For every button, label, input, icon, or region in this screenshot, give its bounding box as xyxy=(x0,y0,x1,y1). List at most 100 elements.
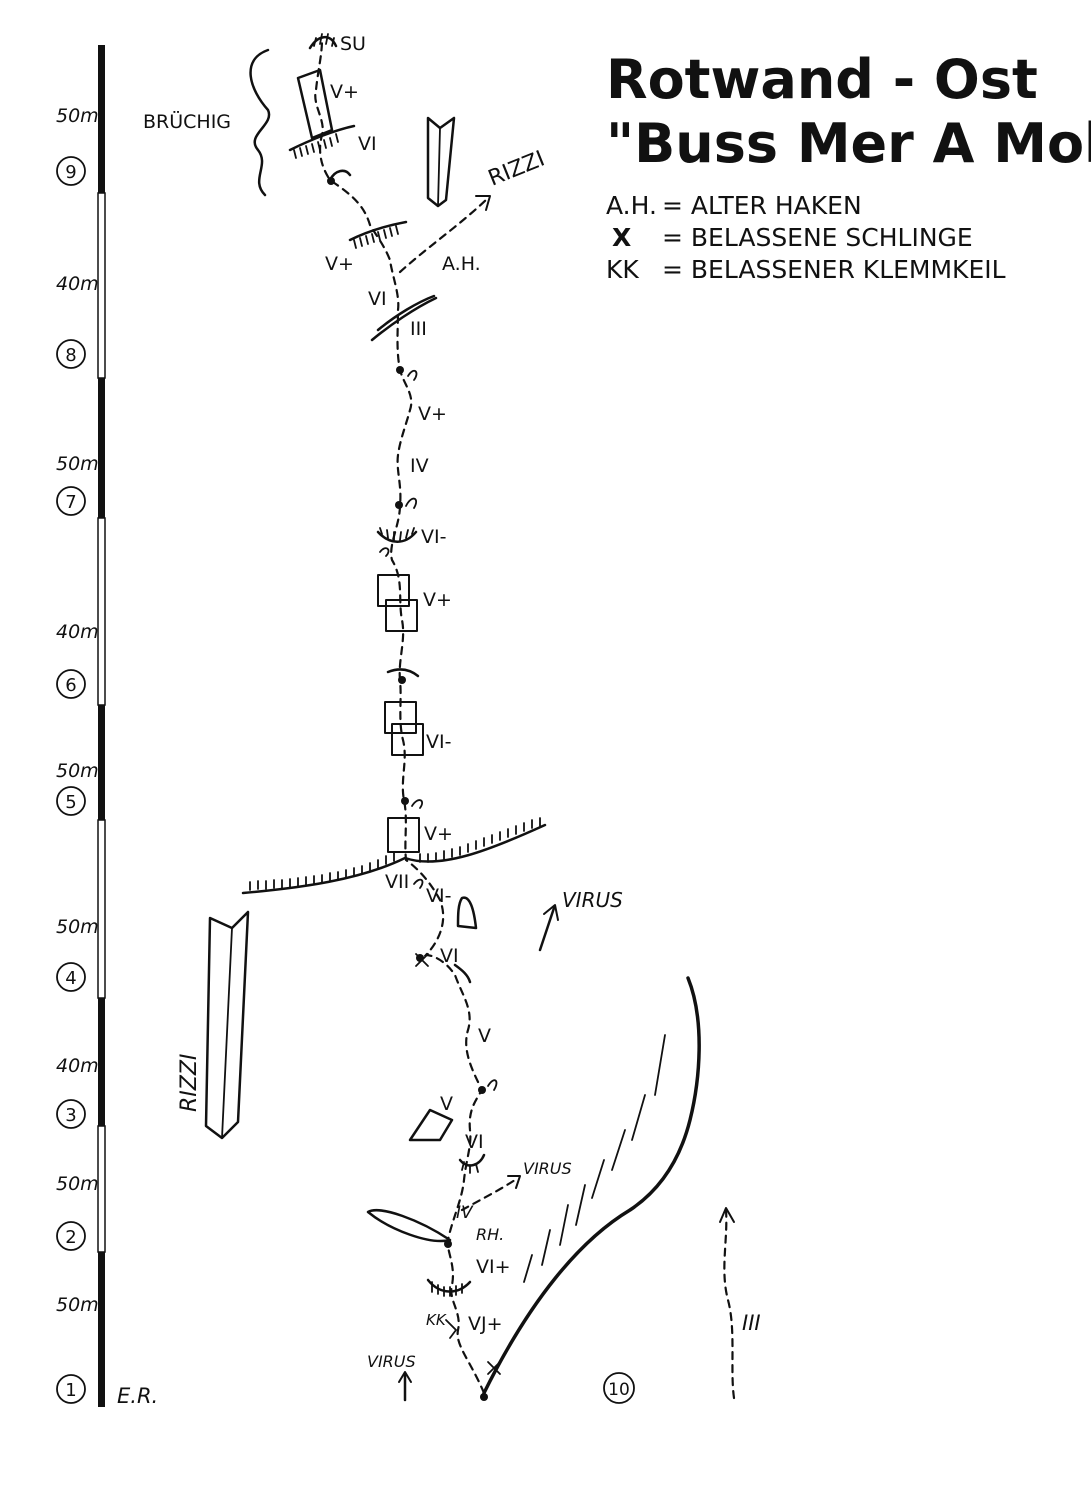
summit-marker xyxy=(308,36,338,50)
gear-symbols xyxy=(379,369,501,1375)
arrow-head xyxy=(475,195,491,211)
rizzi-pillar-top xyxy=(426,116,456,208)
grade-label: V+ xyxy=(423,589,452,611)
grade-label: VI xyxy=(358,133,377,155)
pitch-lengths: 50m 40m 50m 40m 50m 50m 40m 50m 50m xyxy=(56,105,99,1316)
pitch-number-circle xyxy=(56,1099,86,1129)
pitch-number: 7 xyxy=(65,492,76,513)
scale-segment xyxy=(98,998,105,1126)
grade-label: VI xyxy=(465,1131,484,1153)
sling-symbol xyxy=(405,497,418,509)
fixed-sling-x xyxy=(415,953,429,967)
belay-dot xyxy=(444,1240,452,1248)
pitch-number: 4 xyxy=(65,968,76,989)
crack-box xyxy=(377,574,410,607)
ledge-line xyxy=(376,294,436,332)
pitch-numbers: 9 8 7 6 5 4 3 2 1 xyxy=(56,156,86,1404)
overhang-ah xyxy=(348,220,438,342)
ledge-line xyxy=(370,296,438,342)
grade-label: V xyxy=(478,1025,491,1047)
roof-line xyxy=(241,823,547,895)
roof-hatch xyxy=(249,817,541,891)
legend-text-x: = BELASSENE SCHLINGE xyxy=(662,223,973,252)
pitch-number: 9 xyxy=(65,162,76,183)
legend-text-kk: = BELASSENER KLEMMKEIL xyxy=(662,255,1006,284)
rizzi-pillar-edge xyxy=(437,127,441,207)
belay-dot xyxy=(480,1393,488,1401)
bruchig-label: BRÜCHIG xyxy=(143,110,231,133)
pitch-number: 3 xyxy=(65,1105,76,1126)
start-label: E.R. xyxy=(117,1384,158,1408)
belay-dot xyxy=(395,501,403,509)
arrow-head xyxy=(719,1207,735,1223)
block-shape xyxy=(408,1108,454,1142)
rh-label: RH. xyxy=(476,1225,504,1244)
grade-label: VII xyxy=(385,871,409,893)
pitch-length-label: 40m xyxy=(56,621,99,643)
sling-symbol xyxy=(411,799,424,809)
small-overhang xyxy=(453,963,472,984)
kk-label: KK xyxy=(426,1311,447,1329)
virus-arrow-mid xyxy=(538,906,556,952)
wall-edge xyxy=(482,976,701,1395)
title-line-2: "Buss Mer A Mol" xyxy=(606,112,1091,175)
belay-dot xyxy=(396,366,404,374)
belay-dot xyxy=(401,797,409,805)
pillar-top xyxy=(296,68,334,140)
roof-band xyxy=(241,817,547,895)
belay-dot xyxy=(327,177,335,185)
sling-symbol xyxy=(379,547,390,557)
route-branch-rizzi xyxy=(398,196,490,274)
crack-box xyxy=(391,723,424,756)
small-overhang-hatch xyxy=(461,1161,479,1174)
grade-label: VI- xyxy=(421,526,446,548)
bruchig-bracket xyxy=(249,48,271,197)
arrow-head xyxy=(507,1175,521,1189)
crack-box xyxy=(387,817,420,853)
overhang-line xyxy=(348,220,408,242)
pitch-length-label: 50m xyxy=(56,1294,99,1316)
grade-label: III xyxy=(410,318,427,340)
small-overhang-hatch xyxy=(379,527,415,541)
rizzi-pillar-edge xyxy=(221,927,233,1139)
belay-dot xyxy=(478,1086,486,1094)
pitch-number-circle xyxy=(56,1374,86,1404)
small-overhang xyxy=(386,668,420,678)
scale-segment xyxy=(97,192,106,379)
scale-segment xyxy=(98,378,105,518)
pitch-length-label: 50m xyxy=(56,760,99,782)
pitch-number: 1 xyxy=(65,1380,76,1401)
scale-segment xyxy=(98,45,105,193)
small-overhang xyxy=(426,1278,472,1293)
small-overhang xyxy=(376,530,418,543)
pitch-number-circle xyxy=(56,486,86,516)
crack-boxes xyxy=(377,574,424,853)
sling-symbol xyxy=(413,878,424,889)
sling-symbol xyxy=(487,1079,498,1091)
flake-shape xyxy=(366,1209,452,1243)
title-line-1: Rotwand - Ost xyxy=(606,48,1038,111)
grade-three-label: III xyxy=(742,1311,761,1335)
overhang-hatch xyxy=(293,133,339,159)
pitch-length-label: 50m xyxy=(56,453,99,475)
pitch-number-circle xyxy=(56,786,86,816)
pitch-ten-label: 10 xyxy=(608,1380,630,1400)
pitch-length-label: 40m xyxy=(56,273,99,295)
scale-segment xyxy=(97,1125,106,1253)
pitch-length-label: 50m xyxy=(56,1173,99,1195)
pitch-number-circle xyxy=(56,962,86,992)
legend-key-ah: A.H. xyxy=(606,191,657,220)
pitch-number: 8 xyxy=(65,345,76,366)
grade-label: V xyxy=(440,1093,453,1115)
route-branch-virus xyxy=(460,1176,520,1212)
pitch-number-circle xyxy=(56,156,86,186)
summit-sketch xyxy=(249,33,356,197)
scale-segment xyxy=(97,819,106,999)
pitch-length-label: 50m xyxy=(56,916,99,938)
crack-box xyxy=(384,701,417,734)
virus-label-low: VIRUS xyxy=(523,1159,572,1178)
arrow-head xyxy=(398,1371,412,1383)
pitch-number-circle xyxy=(56,339,86,369)
pitch-number-circle xyxy=(56,1221,86,1251)
